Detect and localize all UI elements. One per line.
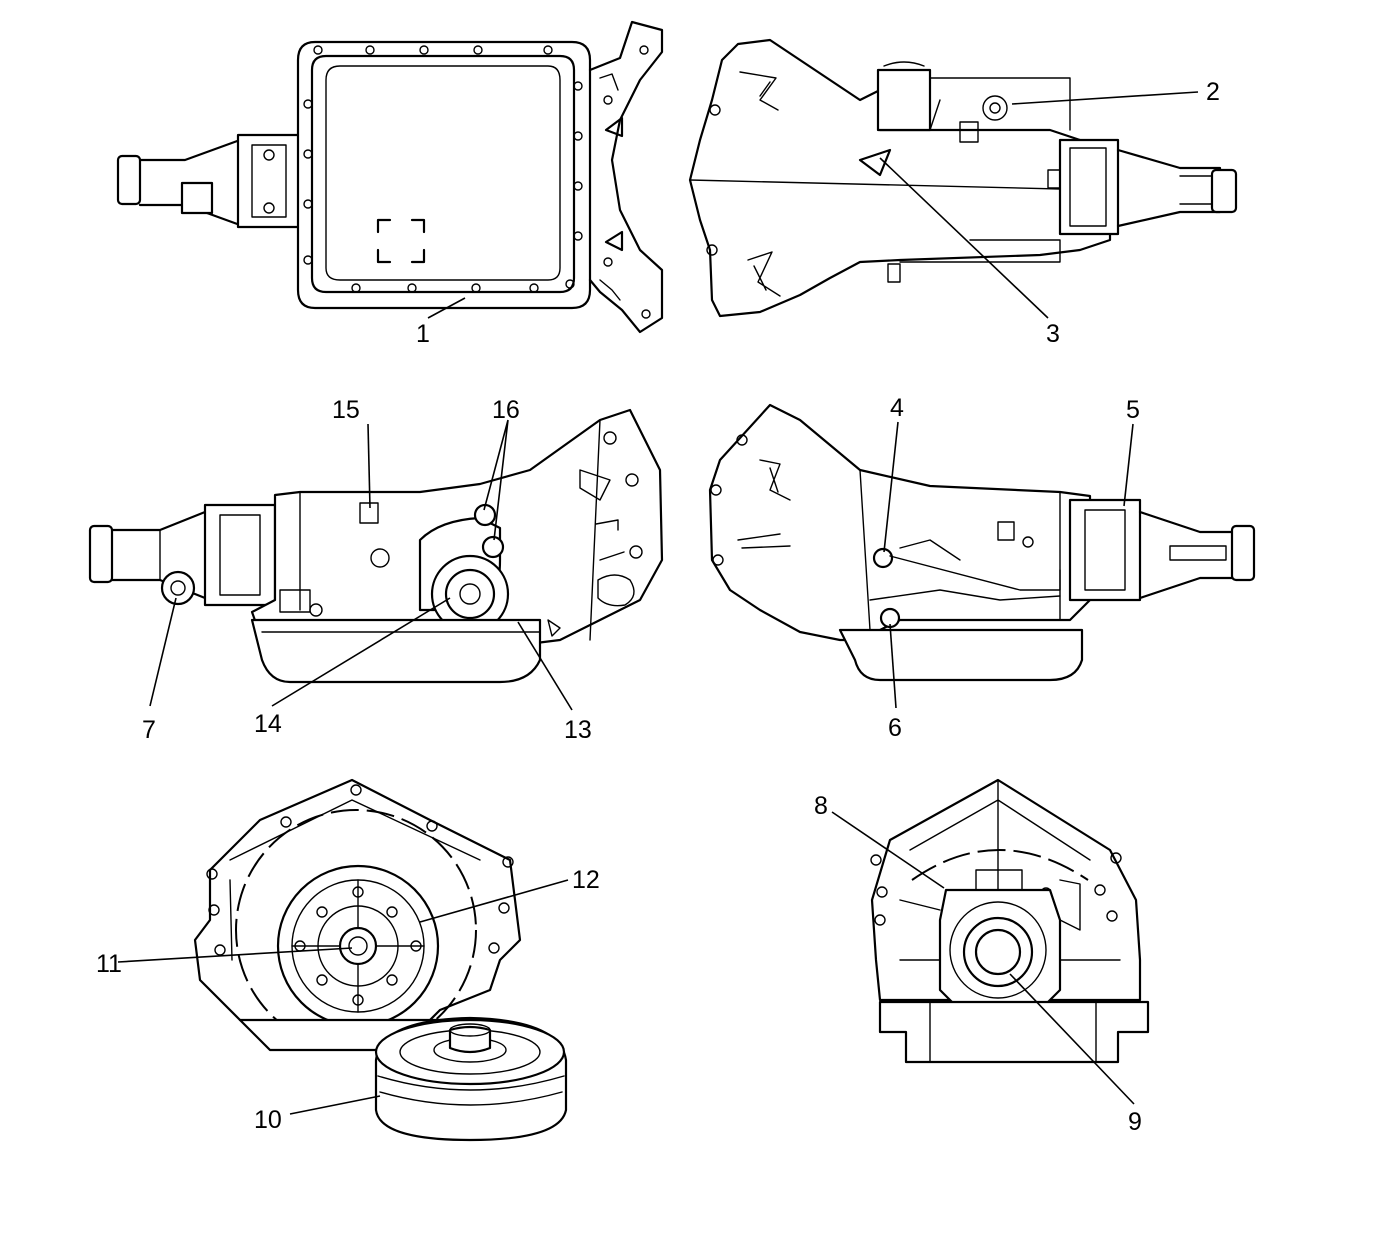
- callout-2: 2: [1206, 78, 1220, 106]
- callout-10: 10: [254, 1106, 282, 1134]
- rear-view: [870, 778, 1150, 1064]
- leader-lines: [117, 91, 1199, 1115]
- callout-8: 8: [814, 792, 828, 820]
- callout-1: 1: [416, 320, 430, 348]
- callout-12: 12: [572, 866, 600, 894]
- callout-16: 16: [492, 396, 520, 424]
- callout-6: 6: [888, 714, 902, 742]
- bottom-view-oil-pan: [116, 20, 664, 334]
- callout-5: 5: [1126, 396, 1140, 424]
- right-side-view: [708, 403, 1256, 682]
- callout-7: 7: [142, 716, 156, 744]
- callout-11: 11: [96, 950, 122, 978]
- callout-labels: 1 2 3 4 5 6 7 8 9 10 11 12 13 14 15 16: [96, 78, 1220, 1136]
- callout-14: 14: [254, 710, 282, 738]
- top-view-housing: [688, 38, 1238, 318]
- callout-9: 9: [1128, 1108, 1142, 1136]
- left-side-view: [88, 408, 664, 684]
- callout-15: 15: [332, 396, 360, 424]
- callout-13: 13: [564, 716, 592, 744]
- front-view-with-converter: [193, 778, 568, 1142]
- callout-4: 4: [890, 394, 904, 422]
- callout-3: 3: [1046, 320, 1060, 348]
